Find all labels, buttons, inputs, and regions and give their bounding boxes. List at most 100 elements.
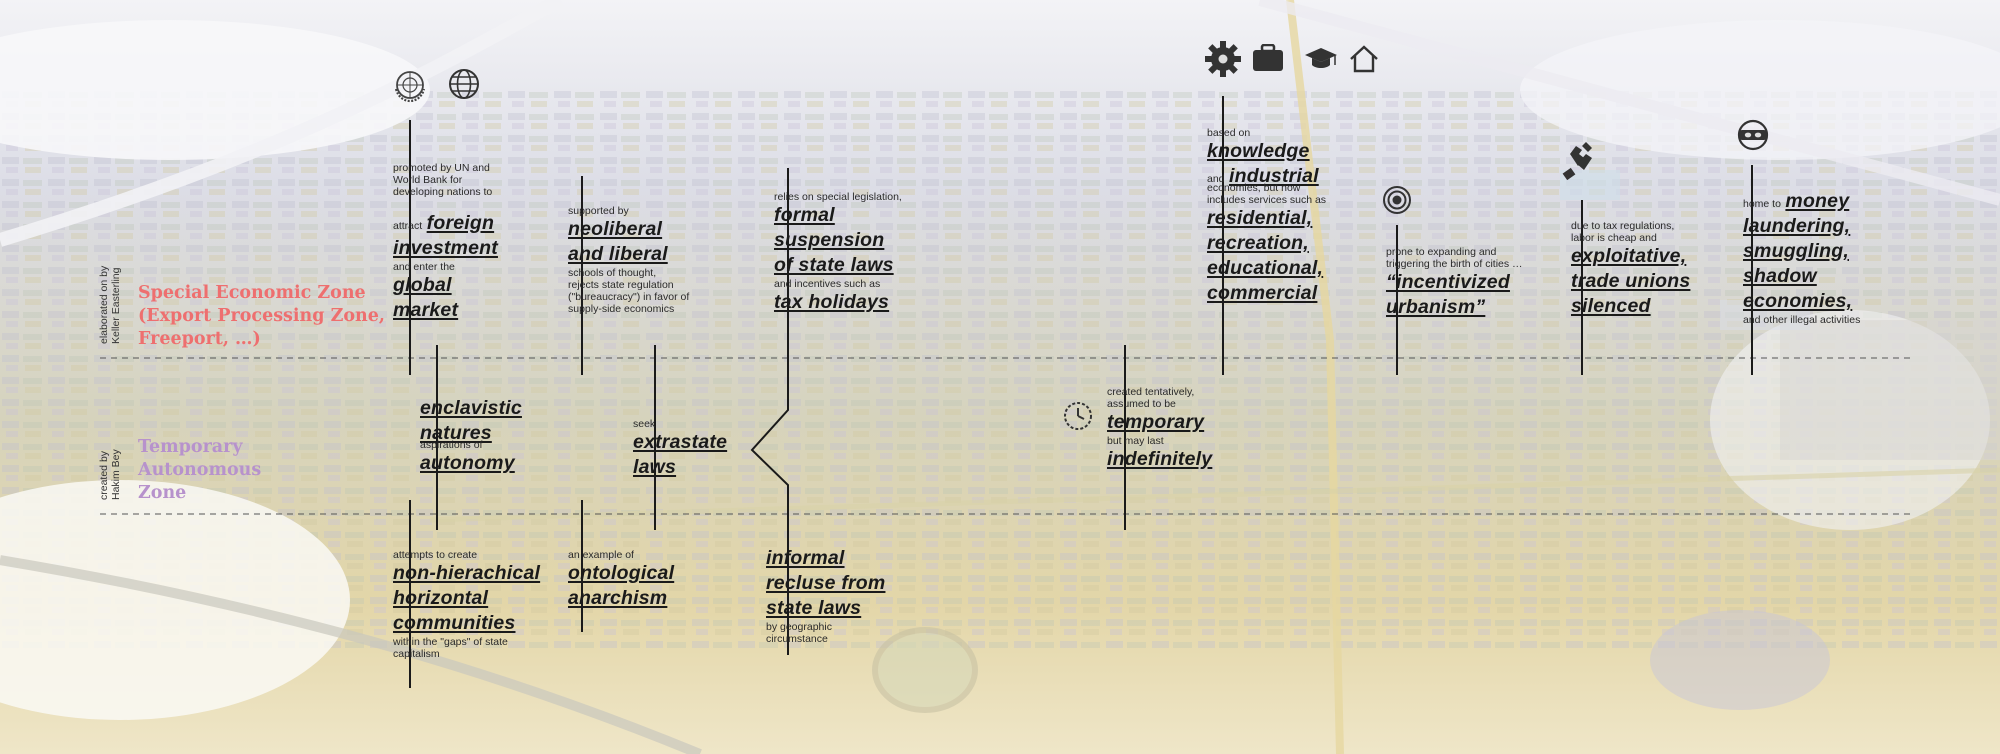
keyword-non-hierachical: non-hierachical xyxy=(393,562,541,584)
annotation-text: economies, but now xyxy=(1207,182,1301,194)
keyword-residential: residential, xyxy=(1207,207,1313,229)
keyword-natures: natures xyxy=(420,422,492,444)
annotation-text: labor is cheap and xyxy=(1571,232,1657,244)
keyword-commercial: commercial xyxy=(1207,282,1318,304)
annotation-text: rejects state regulation xyxy=(568,279,674,291)
annotation-text: capitalism xyxy=(393,648,440,660)
gear-icon xyxy=(1205,41,1241,77)
keyword-neoliberal: neoliberal xyxy=(568,218,663,240)
annotation-text: relies on special legislation, xyxy=(774,191,902,203)
sez-credit-line: Keller Easterling xyxy=(110,267,122,344)
lower-communities: attempts to create non-hierachical horiz… xyxy=(393,549,540,660)
sez-incentivized-urbanism: prone to expanding and triggering the bi… xyxy=(1386,246,1523,320)
broken-shackle-icon xyxy=(1562,142,1592,180)
annotation-text: seek xyxy=(633,418,656,430)
sez-neoliberal: supported by neoliberal and liberal scho… xyxy=(568,205,689,315)
annotation-text: attract xyxy=(393,220,423,232)
annotation-text: but may last xyxy=(1107,435,1164,447)
keyword-autonomy: autonomy xyxy=(420,452,515,474)
keyword-trade-unions: trade unions xyxy=(1571,270,1691,292)
keyword-economies: economies, xyxy=(1743,290,1853,312)
annotation-text: circumstance xyxy=(766,633,828,645)
lower-recluse: informal recluse from state laws by geog… xyxy=(766,546,885,645)
keyword-state-laws: of state laws xyxy=(774,254,894,276)
sez-title-line: (Export Processing Zone, xyxy=(138,306,385,326)
keyword-tax-holidays: tax holidays xyxy=(774,291,890,313)
annotation-text: assumed to be xyxy=(1107,398,1176,410)
briefcase-icon xyxy=(1253,44,1283,71)
keyword-formal: formal xyxy=(774,204,835,226)
keyword-industrial: industrial xyxy=(1228,165,1319,187)
annotation-text: triggering the birth of cities … xyxy=(1386,258,1523,270)
keyword-extrastate: extrastate xyxy=(633,431,728,453)
taz-temporary: created tentatively, assumed to be tempo… xyxy=(1107,386,1212,472)
target-icon xyxy=(1383,186,1411,214)
keyword-informal: informal xyxy=(766,547,845,569)
keyword-foreign: foreign xyxy=(426,212,495,234)
sez-title: Special Economic Zone (Export Processing… xyxy=(138,282,385,351)
un-emblem-icon xyxy=(394,71,426,103)
taz-credit-line: Hakim Bey xyxy=(110,449,122,500)
sez-title-line: Special Economic Zone xyxy=(138,283,366,303)
annotation-text: promoted by UN and xyxy=(393,162,490,174)
annotation-text: supported by xyxy=(568,205,629,217)
keyword-incentivized: “incentivized xyxy=(1386,271,1510,293)
annotation-text: attempts to create xyxy=(393,549,478,561)
sez-foreign-investment: promoted by UN and World Bank for develo… xyxy=(393,162,498,323)
sez-money-laundering: home to money laundering, smuggling, sha… xyxy=(1743,189,1860,326)
sez-title-line: Freeport, …) xyxy=(138,329,261,349)
keyword-anarchism: anarchism xyxy=(568,587,668,609)
sez-knowledge-industrial: based on knowledge and industrial econom… xyxy=(1207,127,1326,306)
annotation-text: by geographic xyxy=(766,621,832,633)
keyword-global: global xyxy=(393,274,452,296)
annotation-text: based on xyxy=(1207,127,1251,139)
annotation-text: prone to expanding and xyxy=(1386,246,1497,258)
lower-anarchism: an example of ontological anarchism xyxy=(568,549,674,611)
keyword-recreation: recreation, xyxy=(1207,232,1309,254)
annotation-text: supply-side economics xyxy=(568,303,675,315)
annotation-text: World Bank for xyxy=(393,174,463,186)
keyword-smuggling: smuggling, xyxy=(1743,240,1849,262)
keyword-money: money xyxy=(1785,190,1850,212)
keyword-temporary: temporary xyxy=(1107,411,1205,433)
keyword-horizontal: horizontal xyxy=(393,587,489,609)
keyword-communities: communities xyxy=(393,612,516,634)
annotation-text: and xyxy=(1207,173,1225,185)
annotation-text: aspirations of xyxy=(420,439,483,451)
keyword-knowledge: knowledge xyxy=(1207,140,1310,162)
keyword-exploitative: exploitative, xyxy=(1571,245,1687,267)
taz-title-line: Temporary xyxy=(138,437,243,457)
annotation-text: within the "gaps" of state xyxy=(393,636,508,648)
taz-extrastate: seek extrastate laws xyxy=(633,418,727,480)
annotation-text: home to xyxy=(1743,198,1781,210)
keyword-market: market xyxy=(393,299,459,321)
keyword-laundering: laundering, xyxy=(1743,215,1851,237)
graduation-cap-icon xyxy=(1305,48,1337,68)
sez-credit-line: elaborated on by xyxy=(98,265,110,344)
annotation-text: created tentatively, xyxy=(1107,386,1195,398)
annotation-text: and incentives such as xyxy=(774,278,881,290)
keyword-recluse: recluse from xyxy=(766,572,886,594)
taz-title-line: Zone xyxy=(138,483,187,503)
keyword-indefinitely: indefinitely xyxy=(1107,448,1213,470)
keyword-investment: investment xyxy=(393,237,498,259)
keyword-ontological: ontological xyxy=(568,562,675,584)
sez-credit: elaborated on by Keller Easterling xyxy=(98,266,122,344)
keyword-silenced: silenced xyxy=(1571,295,1651,317)
keyword-enclavistic: enclavistic xyxy=(420,397,522,419)
taz-title-line: Autonomous xyxy=(138,460,262,480)
house-icon xyxy=(1350,45,1378,73)
keyword-liberal: and liberal xyxy=(568,243,668,265)
annotation-text: due to tax regulations, xyxy=(1571,220,1675,232)
clock-icon xyxy=(1064,402,1092,430)
annotation-text: an example of xyxy=(568,549,634,561)
keyword-laws: laws xyxy=(633,456,677,478)
annotation-text: includes services such as xyxy=(1207,194,1327,206)
keyword-suspension: suspension xyxy=(774,229,885,251)
annotation-text: developing nations to xyxy=(393,186,493,198)
taz-credit-line: created by xyxy=(98,450,110,500)
globe-icon xyxy=(449,69,479,99)
annotation-text: and other illegal activities xyxy=(1743,314,1861,326)
